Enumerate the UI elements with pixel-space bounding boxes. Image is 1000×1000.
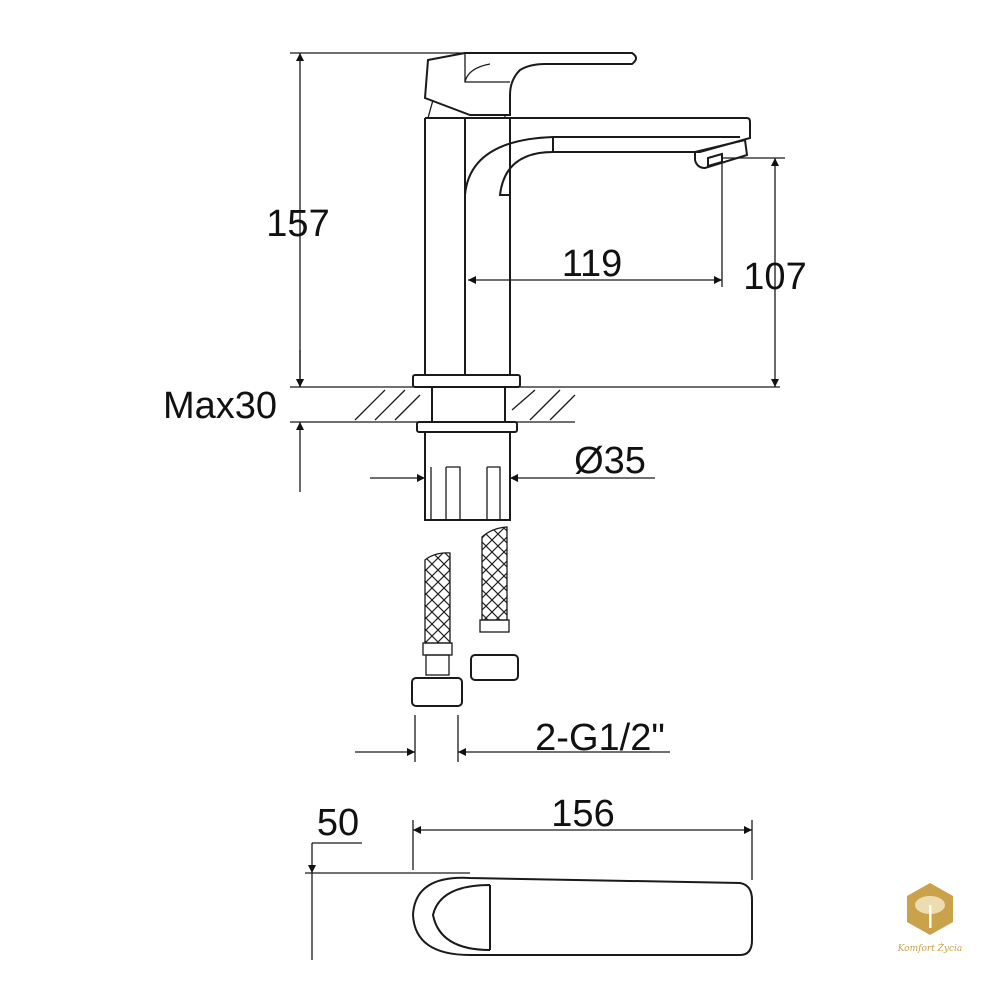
tree-icon [915, 896, 945, 928]
faucet-side-view [412, 52, 751, 388]
brand-logo: Komfort Życia [897, 883, 963, 954]
aerator [694, 138, 749, 170]
dim-max-counter: Max30 [163, 385, 277, 427]
dimension-lines [290, 52, 785, 960]
dim-connection: 2-G1/2" [535, 717, 665, 759]
dim-top-length: 156 [551, 793, 614, 835]
supply-hoses [411, 526, 519, 707]
faucet-body [424, 117, 751, 375]
dim-height-total: 157 [266, 203, 329, 245]
faucet-handle [423, 52, 637, 116]
dim-hole-diameter: Ø35 [574, 440, 646, 482]
dim-handle-width: 50 [317, 802, 359, 844]
countertop-section [290, 386, 780, 521]
shank [431, 386, 506, 423]
base-flange [412, 374, 521, 388]
faucet-top-view [411, 876, 753, 956]
dim-spout-reach: 119 [562, 243, 623, 285]
logo-text: Komfort Życia [897, 942, 963, 954]
dim-spout-height: 107 [743, 256, 806, 298]
